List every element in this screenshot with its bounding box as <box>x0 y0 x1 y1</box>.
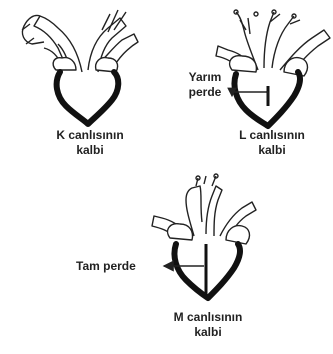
full-septum-label: Tam perde <box>76 259 136 274</box>
caption-m-line2: kalbi <box>148 325 268 340</box>
caption-m-line1: M canlısının <box>148 310 268 325</box>
partial-septum-label: Yarım perde <box>180 70 230 100</box>
full-septum-label-text: Tam perde <box>76 259 136 273</box>
heart-k-vessels <box>22 10 138 72</box>
caption-l-line2: kalbi <box>212 143 332 158</box>
partial-septum-label-line2: perde <box>180 85 230 100</box>
caption-l-line1: L canlısının <box>212 128 332 143</box>
caption-k: K canlısının kalbi <box>30 128 150 158</box>
heart-k-ventricle <box>57 72 119 124</box>
heart-k-left-atrium <box>53 58 76 70</box>
caption-k-line1: K canlısının <box>30 128 150 143</box>
partial-septum-label-line1: Yarım <box>180 70 230 85</box>
heart-m-left-atrium <box>168 224 193 240</box>
heart-k <box>22 10 138 124</box>
caption-m: M canlısının kalbi <box>148 310 268 340</box>
heart-l-left-atrium <box>230 56 257 72</box>
heart-m <box>152 174 256 298</box>
caption-l: L canlısının kalbi <box>212 128 332 158</box>
caption-k-line2: kalbi <box>30 143 150 158</box>
heart-l <box>216 10 330 126</box>
